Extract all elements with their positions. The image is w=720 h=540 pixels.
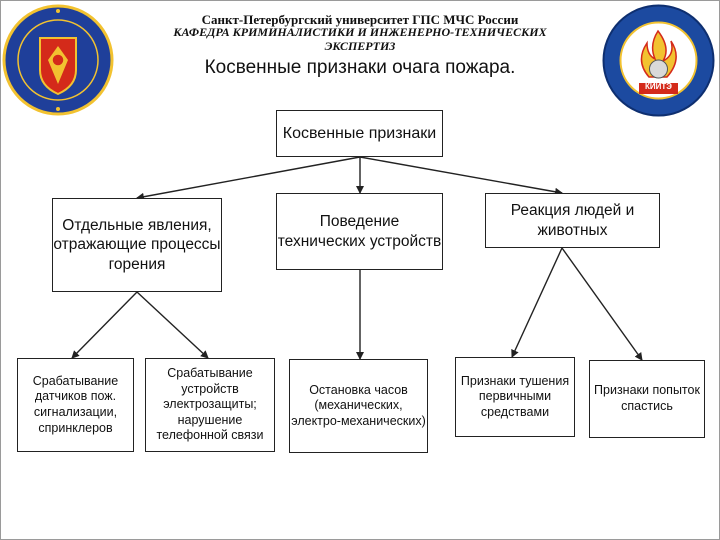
leaf-node-label: Признаки попыток спастись bbox=[594, 383, 700, 413]
connector-branch3-leaf5 bbox=[561, 247, 643, 361]
branch-node-people-animals: Реакция людей и животных bbox=[485, 193, 660, 248]
connector-branch1-leaf2 bbox=[136, 291, 209, 359]
header-line-2: КАФЕДРА КРИМИНАЛИСТИКИ И ИНЖЕНЕРНО-ТЕХНИ… bbox=[173, 25, 547, 39]
root-node-label: Косвенные признаки bbox=[282, 124, 437, 142]
branch-node-label: Реакция людей и животных bbox=[510, 202, 635, 239]
leaf-node-clocks-stopped: Остановка часов (механических, электро-м… bbox=[289, 359, 428, 453]
branch-node-label: Поведение технических устройств bbox=[277, 213, 442, 250]
leaf-node-label: Срабатывание устройств электрозащиты; на… bbox=[156, 365, 264, 443]
connector-branch3-leaf4 bbox=[511, 247, 563, 358]
university-emblem-icon bbox=[2, 4, 114, 116]
branch-node-label: Отдельные явления, отражающие процессы г… bbox=[53, 216, 221, 273]
department-emblem-logo: КИИТЭ bbox=[601, 3, 716, 118]
leaf-node-label: Срабатывание датчиков пож. сигнализации,… bbox=[32, 373, 119, 435]
page-title: Косвенные признаки очага пожара. bbox=[204, 57, 516, 78]
connector-root-branch-1 bbox=[136, 156, 361, 201]
header-line-1: Санкт-Петербургский университет ГПС МЧС … bbox=[201, 12, 519, 27]
leaf-node-label: Признаки тушения первичными средствами bbox=[460, 373, 570, 419]
leaf-node-escape-attempts: Признаки попыток спастись bbox=[589, 360, 705, 438]
branch-node-combustion: Отдельные явления, отражающие процессы г… bbox=[52, 198, 222, 292]
branch-node-devices: Поведение технических устройств bbox=[276, 193, 443, 270]
leaf-node-electrical-protection: Срабатывание устройств электрозащиты; на… bbox=[145, 358, 275, 452]
connector-branch1-leaf1 bbox=[71, 291, 138, 359]
department-emblem-label: КИИТЭ bbox=[645, 82, 672, 91]
header-line-3: ЭКСПЕРТИЗ bbox=[324, 39, 396, 53]
root-node: Косвенные признаки bbox=[276, 110, 443, 157]
leaf-node-extinguishing-signs: Признаки тушения первичными средствами bbox=[455, 357, 575, 437]
connector-root-branch-3 bbox=[359, 156, 563, 196]
department-emblem-icon bbox=[602, 4, 715, 117]
university-emblem-logo bbox=[2, 4, 114, 116]
leaf-node-fire-sensors: Срабатывание датчиков пож. сигнализации,… bbox=[17, 358, 134, 452]
leaf-node-label: Остановка часов (механических, электро-м… bbox=[291, 382, 426, 428]
